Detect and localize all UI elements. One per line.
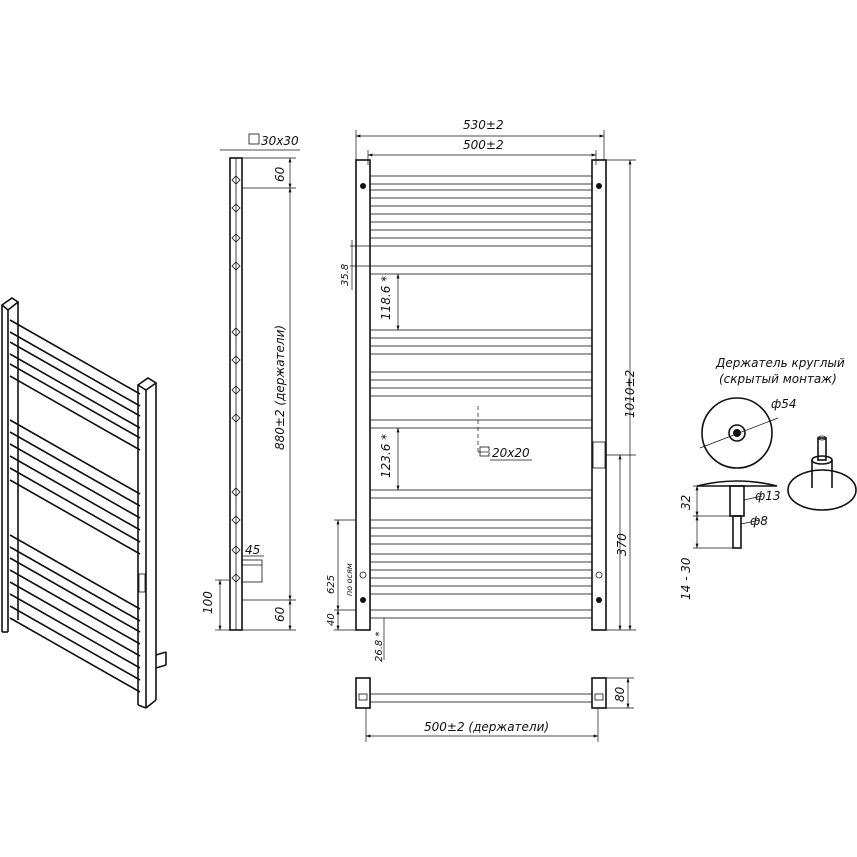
label-angle-268: 26.8 *	[374, 632, 385, 662]
label-holder-d8: ф8	[750, 514, 768, 528]
label-gap-35: 35.8	[340, 264, 351, 286]
label-profile: 30x30	[261, 134, 299, 148]
label-crossbar: 20x20	[492, 446, 530, 460]
holder-detail	[693, 397, 857, 549]
label-holder-32: 32	[679, 495, 693, 510]
label-h-625-note: по осям	[345, 563, 354, 596]
label-depth-80: 80	[613, 686, 627, 702]
bottom-view	[355, 677, 634, 742]
front-view	[334, 130, 636, 660]
label-holder-d13: ф13	[755, 489, 781, 503]
label-gap-123: 123.6 *	[379, 434, 393, 478]
side-view	[215, 133, 300, 631]
isometric-view	[0, 297, 167, 709]
label-h-40: 40	[326, 613, 337, 626]
label-h-625: 625	[326, 575, 337, 594]
label-width-inner: 500±2	[463, 138, 504, 152]
label-holder-title-1: Держатель круглый	[715, 356, 845, 370]
label-h-370: 370	[615, 533, 629, 556]
label-side-top: 60	[273, 166, 287, 182]
label-width-total: 530±2	[463, 118, 504, 132]
label-side-100: 100	[201, 591, 215, 614]
label-side-height: 880±2 (держатели)	[273, 325, 287, 450]
label-side-45: 45	[245, 543, 260, 557]
label-height-total: 1010±2	[623, 370, 637, 418]
label-bottom-width: 500±2 (держатели)	[424, 720, 549, 734]
label-holder-range: 14 - 30	[679, 557, 693, 600]
label-holder-d54: ф54	[771, 397, 797, 411]
label-gap-118: 118.6 *	[379, 276, 393, 320]
label-holder-title-2: (скрытый монтаж)	[719, 372, 837, 386]
label-side-bottom: 60	[273, 606, 287, 622]
dimension-labels: 30x30 60 880±2 (держатели) 45 100 60 530…	[201, 118, 845, 734]
